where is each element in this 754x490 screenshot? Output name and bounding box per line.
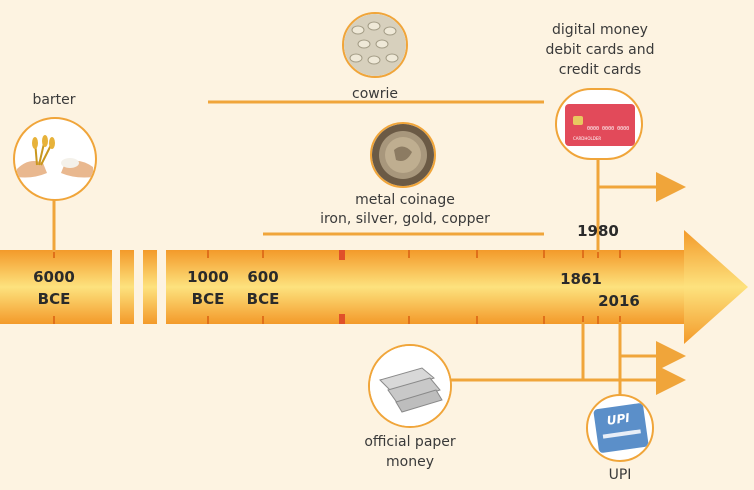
year-6000-line2: BCE xyxy=(37,290,71,308)
cowrie-shells-icon xyxy=(344,14,406,76)
timeline-segment-3 xyxy=(143,250,157,324)
timeline-arrowhead xyxy=(684,230,748,344)
timeline-segment-main xyxy=(166,250,686,324)
credit-card-icon: 0000 0000 0000 CARDHOLDER xyxy=(565,104,635,146)
paper-money-label-line2: money xyxy=(386,454,434,470)
metal-coinage-label-line2: iron, silver, gold, copper xyxy=(320,211,490,227)
paper-money-label-line1: official paper xyxy=(364,434,456,450)
metal-coin-image xyxy=(370,122,436,188)
year-1000-line2: BCE xyxy=(191,290,225,308)
year-600-line1: 600 xyxy=(247,268,279,286)
year-1861: 1861 xyxy=(560,270,602,288)
year-600-line2: BCE xyxy=(246,290,280,308)
digital-money-label-line2: debit cards and xyxy=(545,42,655,58)
year-6000-line1: 6000 xyxy=(33,268,75,286)
timeline-segment-1 xyxy=(0,250,112,324)
timeline-red-marks xyxy=(339,250,345,324)
paper-money-icon xyxy=(370,346,450,426)
upi-logo-text: UPI xyxy=(605,410,631,428)
year-1980: 1980 xyxy=(577,222,619,240)
cowrie-label: cowrie xyxy=(352,86,398,102)
barter-label: barter xyxy=(32,92,76,108)
year-2016: 2016 xyxy=(598,292,640,310)
cowrie-image xyxy=(342,12,408,78)
timeline-segment-2 xyxy=(120,250,134,324)
card-number: 0000 0000 0000 xyxy=(587,126,630,132)
chip-icon xyxy=(573,116,583,125)
digital-money-label-line1: digital money xyxy=(552,22,648,38)
digital-money-label-line3: credit cards xyxy=(558,62,642,78)
barter-image xyxy=(13,117,97,201)
upi-image: UPI xyxy=(586,394,654,462)
upi-bar xyxy=(602,429,641,439)
barter-hands-icon xyxy=(17,135,93,178)
credit-card-image: 0000 0000 0000 CARDHOLDER xyxy=(555,88,643,160)
metal-coinage-label-line1: metal coinage xyxy=(355,192,455,208)
coin-icon xyxy=(372,124,434,186)
upi-phone-icon: UPI xyxy=(593,402,649,454)
upi-label: UPI xyxy=(608,467,632,483)
paper-money-image xyxy=(368,344,452,428)
card-holder: CARDHOLDER xyxy=(573,136,602,141)
year-1000-line1: 1000 xyxy=(187,268,229,286)
